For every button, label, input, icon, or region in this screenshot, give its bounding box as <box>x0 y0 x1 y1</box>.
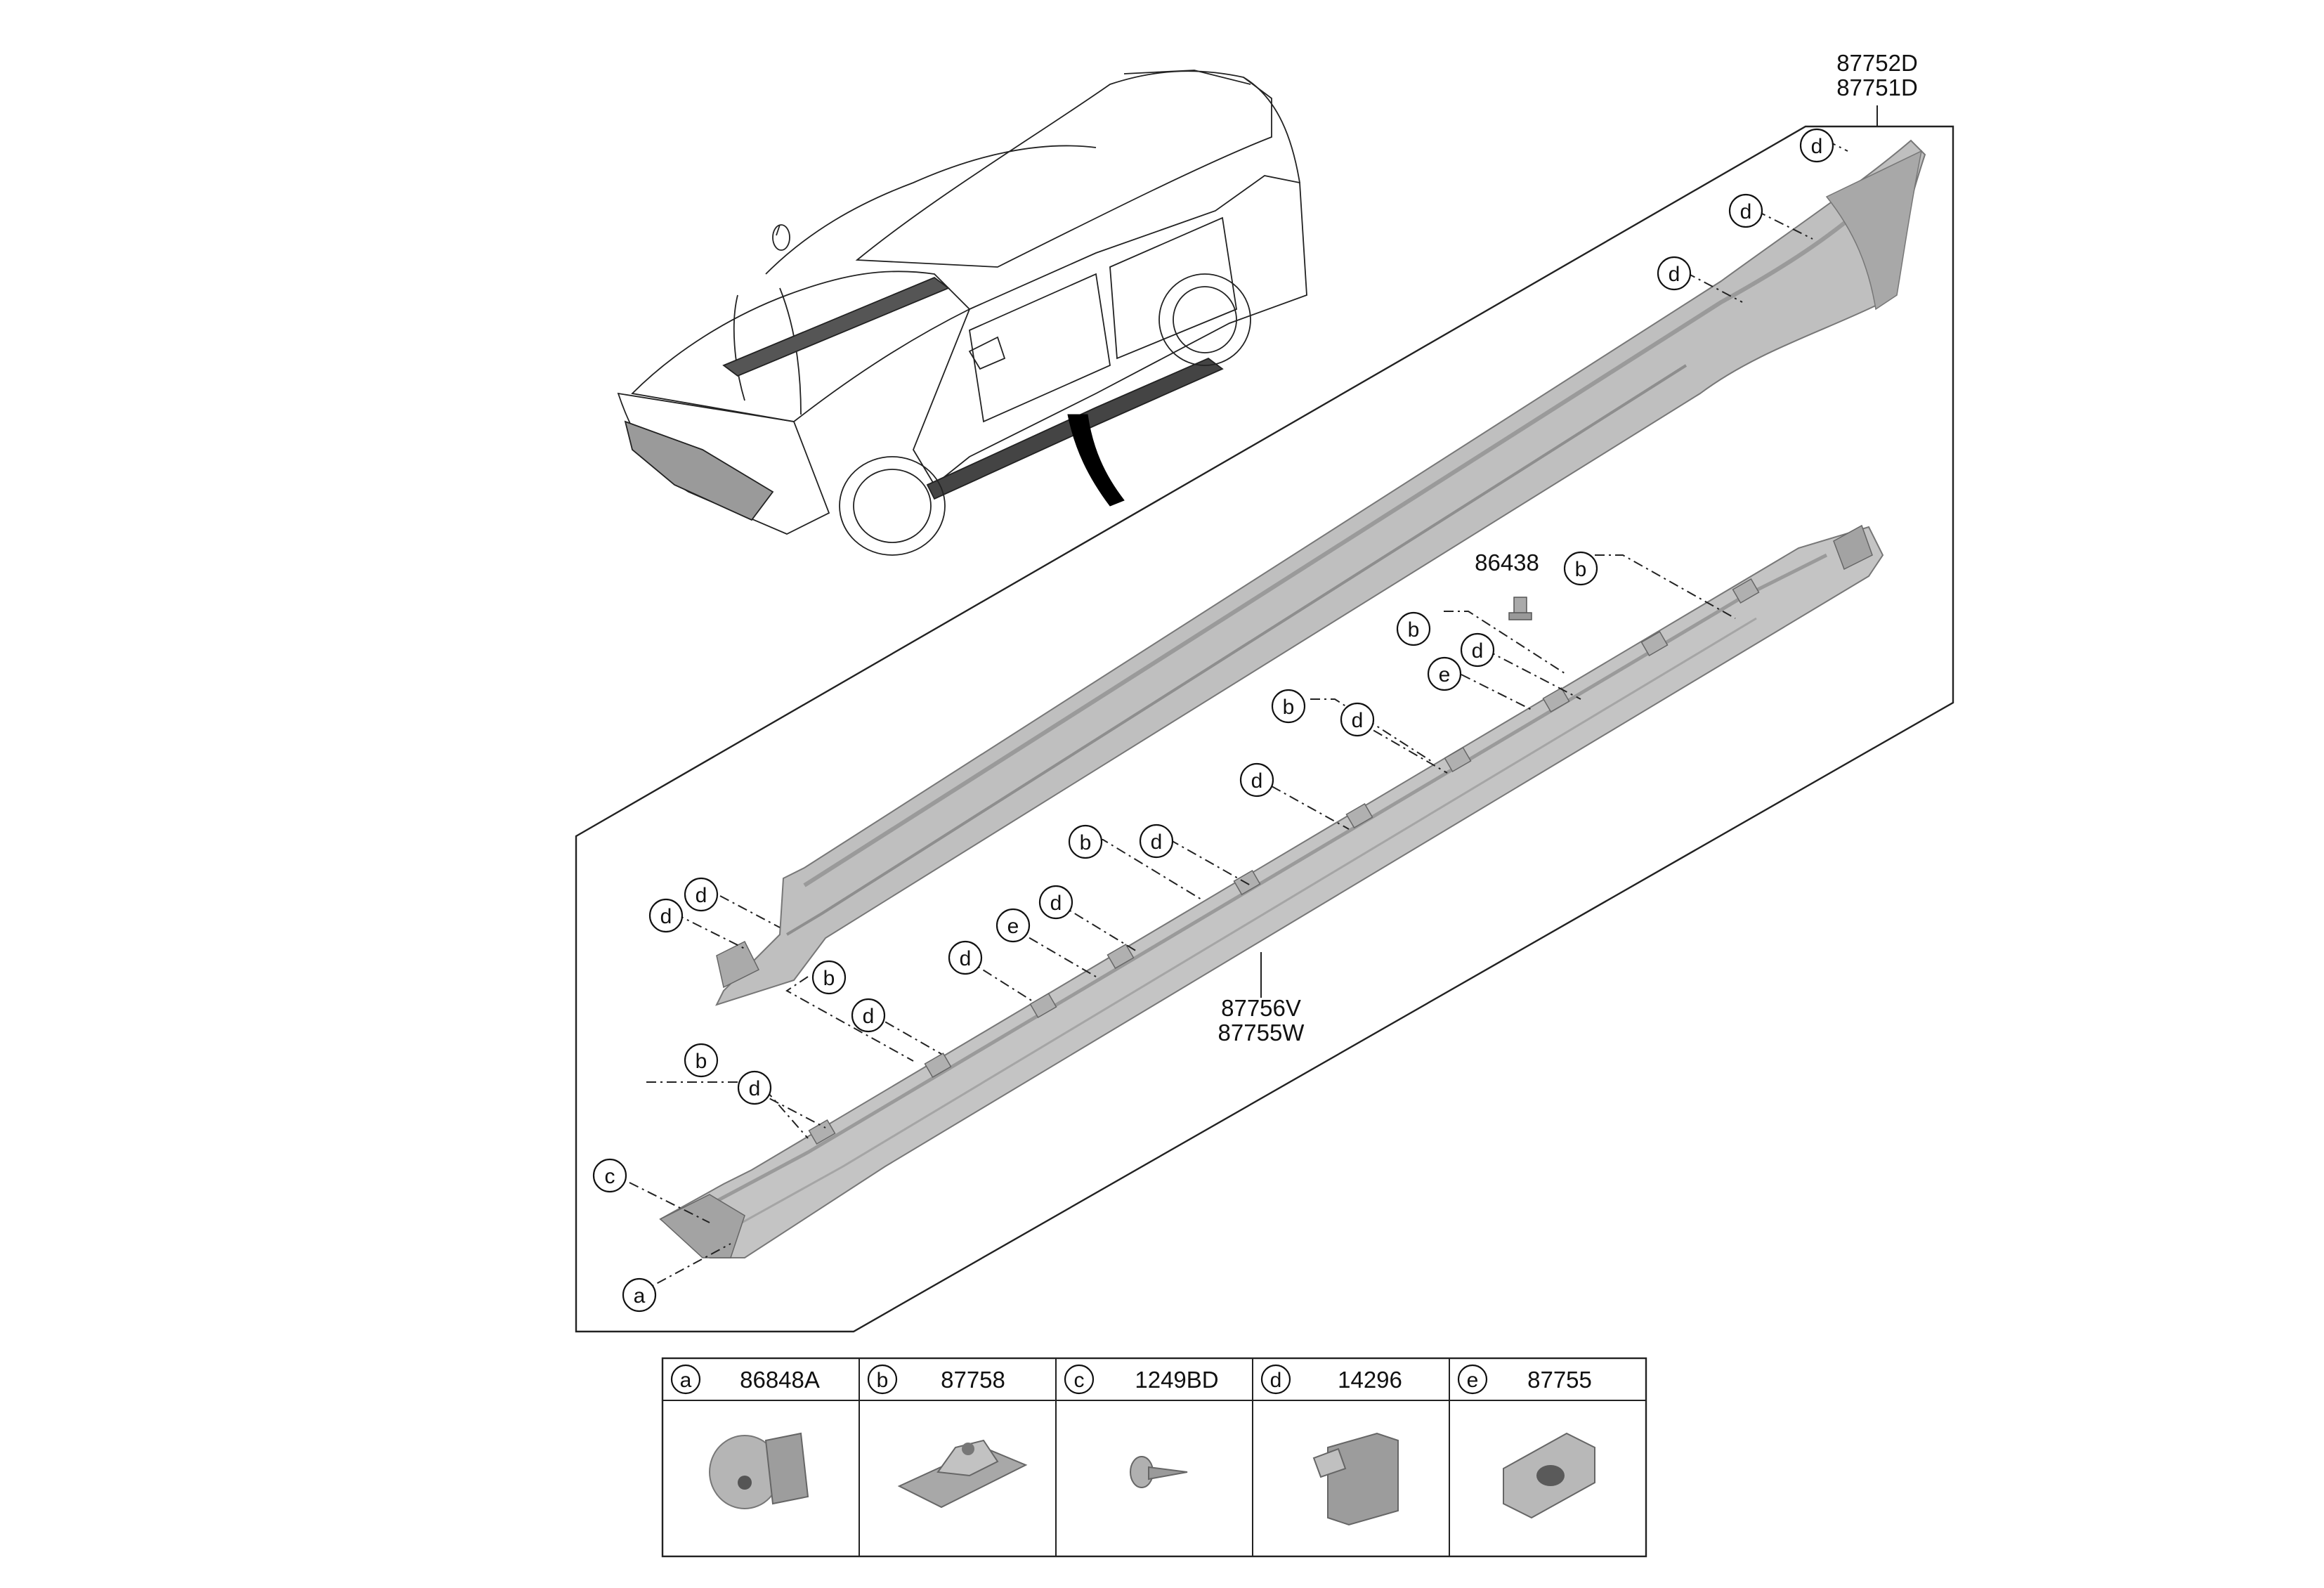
legend-part-number: 14296 <box>1338 1367 1402 1393</box>
callout-d: d <box>1460 632 1495 668</box>
legend-cell-e: e 87755 <box>1457 1364 1595 1519</box>
callout-b: b <box>811 960 847 995</box>
legend-cell-b: b 87758 <box>867 1364 1028 1509</box>
callout-d: d <box>948 940 983 975</box>
svg-text:c: c <box>605 1165 615 1188</box>
svg-text:a: a <box>634 1284 646 1308</box>
svg-text:b: b <box>1283 696 1295 719</box>
callout-d: d <box>851 998 886 1033</box>
svg-text:b: b <box>823 967 835 990</box>
legend-letter: d <box>1270 1369 1282 1392</box>
callout-a: a <box>622 1277 657 1313</box>
callout-e: e <box>1427 656 1462 691</box>
leader-lines <box>611 140 1848 1294</box>
callout-d: d <box>684 877 719 912</box>
legend-cell-c: c 1249BD <box>1064 1364 1219 1488</box>
part-label-87756V: 87756V <box>1221 995 1301 1021</box>
svg-text:b: b <box>1575 558 1587 581</box>
part-label-87752D: 87752D <box>1836 50 1918 76</box>
callout-d: d <box>648 898 684 933</box>
clip-bracket-icon <box>897 1439 1028 1509</box>
callout-d: d <box>1657 256 1692 291</box>
svg-text:d: d <box>1151 831 1163 854</box>
svg-text:d: d <box>1740 200 1752 223</box>
legend-cell-d: d 14296 <box>1260 1364 1402 1526</box>
pad-icon <box>1503 1432 1595 1519</box>
svg-text:d: d <box>1472 639 1484 663</box>
upper-molding-part <box>715 139 1926 1006</box>
svg-text:d: d <box>1811 135 1823 158</box>
svg-text:b: b <box>1080 831 1092 854</box>
callout-d: d <box>1038 885 1073 920</box>
vehicle-illustration <box>617 70 1307 556</box>
svg-text:d: d <box>960 947 972 970</box>
detail-frame <box>575 125 1954 1333</box>
callout-b: b <box>684 1043 719 1078</box>
legend-letter: b <box>877 1369 889 1392</box>
push-nut-icon <box>709 1432 809 1509</box>
svg-text:d: d <box>696 884 707 907</box>
svg-text:d: d <box>1669 263 1680 286</box>
pointer-arrow <box>1067 414 1125 507</box>
part-label-87755W: 87755W <box>1218 1020 1305 1046</box>
svg-text:d: d <box>1050 892 1062 915</box>
retainer-clip-icon <box>1312 1432 1399 1526</box>
svg-text:b: b <box>1408 618 1420 642</box>
svg-text:d: d <box>660 905 672 928</box>
callout-b: b <box>1068 824 1103 859</box>
callout-b: b <box>1271 689 1306 724</box>
callout-e: e <box>995 908 1031 943</box>
callout-b: b <box>1563 551 1598 586</box>
legend-letter: c <box>1074 1369 1085 1392</box>
lower-molding-part <box>659 524 1884 1258</box>
legend-part-number: 86848A <box>740 1367 820 1393</box>
callouts: d d d b b d e b d d b d d e d b d d d b … <box>592 128 1834 1313</box>
callout-d: d <box>737 1070 772 1105</box>
legend-part-number: 1249BD <box>1135 1367 1218 1393</box>
clip-86438-part <box>1508 597 1532 620</box>
part-label-86438: 86438 <box>1475 549 1539 575</box>
callout-d: d <box>1799 128 1834 163</box>
svg-text:d: d <box>1352 709 1364 732</box>
svg-text:e: e <box>1007 915 1019 938</box>
legend-part-number: 87758 <box>941 1367 1005 1393</box>
legend-part-number: 87755 <box>1527 1367 1592 1393</box>
part-label-87751D: 87751D <box>1836 74 1918 100</box>
callout-c: c <box>592 1158 627 1193</box>
callout-b: b <box>1396 611 1431 646</box>
svg-text:b: b <box>696 1050 707 1073</box>
callout-d: d <box>1728 193 1763 228</box>
svg-text:d: d <box>749 1077 761 1100</box>
svg-text:d: d <box>1251 769 1263 793</box>
legend-cell-a: a 86848A <box>670 1364 820 1509</box>
callout-d: d <box>1340 702 1375 737</box>
callout-d: d <box>1139 824 1174 859</box>
legend-table: a 86848A b 87758 c 1249BD <box>661 1357 1647 1558</box>
legend-letter: a <box>680 1369 692 1392</box>
svg-text:d: d <box>863 1005 875 1028</box>
callout-d: d <box>1239 762 1274 798</box>
screw-icon <box>1130 1456 1188 1488</box>
legend-letter: e <box>1467 1369 1479 1392</box>
svg-text:e: e <box>1439 663 1451 686</box>
